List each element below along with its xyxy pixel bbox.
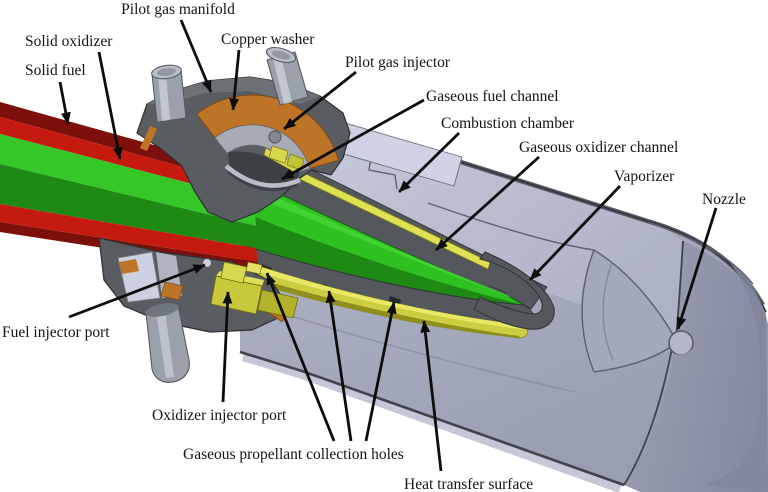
lower-port-highlight — [156, 310, 174, 378]
label-vaporizer: Vaporizer — [528, 168, 675, 281]
lower-port-joint — [145, 303, 179, 317]
oxidizer-rod-bright — [0, 134, 256, 226]
nozzle-throat-shade — [671, 349, 692, 357]
leader-arrow-nozzle — [676, 207, 718, 330]
lower-copper-patch — [160, 281, 184, 301]
label-gaseous-propellant-collection-holes: Gaseous propellant collection holes — [183, 272, 404, 463]
pilot-injector-hole — [268, 130, 282, 144]
leader-arrow-gaseous-propellant-collection-holes — [364, 301, 397, 442]
leader-arrow-combustion-chamber — [398, 132, 460, 193]
label-combustion-chamber: Combustion chamber — [398, 115, 575, 193]
label-pilot-gas-manifold: Pilot gas manifold — [121, 1, 235, 93]
outer-casing — [239, 95, 768, 492]
label-text-gaseous-fuel-channel: Gaseous fuel channel — [426, 88, 559, 105]
bore-end-arc-inner — [602, 261, 614, 361]
leader-arrow-vaporizer — [528, 185, 622, 281]
label-text-solid-fuel: Solid fuel — [25, 62, 86, 79]
bore-end-arc-outer — [581, 249, 595, 373]
lower-copper-strip — [119, 259, 139, 274]
heat-transfer-top-glint — [238, 260, 522, 329]
leader-arrow-gaseous-propellant-collection-holes — [325, 290, 353, 442]
chamber-internals — [233, 147, 555, 339]
injector-block-2 — [220, 261, 248, 284]
label-gaseous-fuel-channel: Gaseous fuel channel — [281, 88, 559, 181]
oxidizer-rod-dark — [0, 164, 256, 248]
nozzle-throat-bump — [668, 330, 694, 356]
lower-head-assembly — [98, 237, 299, 383]
leader-arrow-fuel-injector-port — [68, 263, 206, 319]
label-text-combustion-chamber: Combustion chamber — [441, 115, 575, 132]
shoulder-line — [647, 221, 754, 285]
leader-arrow-pilot-gas-manifold — [179, 19, 213, 93]
bottom-rim-highlight — [241, 353, 622, 492]
port-1-highlight — [158, 73, 170, 121]
label-text-vaporizer: Vaporizer — [614, 168, 675, 185]
label-pilot-gas-injector: Pilot gas injector — [283, 54, 451, 131]
label-text-gaseous-oxidizer-channel: Gaseous oxidizer channel — [519, 139, 678, 156]
label-solid-fuel: Solid fuel — [25, 62, 86, 125]
label-text-fuel-injector-port: Fuel injector port — [2, 324, 110, 341]
label-fuel-injector-port: Fuel injector port — [2, 263, 206, 341]
label-solid-oxidizer: Solid oxidizer — [25, 33, 123, 160]
label-copper-washer: Copper washer — [221, 31, 315, 111]
nozzle-cone-silhouette-top — [427, 202, 676, 339]
bore-arch-shadow — [227, 171, 299, 192]
label-text-solid-oxidizer: Solid oxidizer — [25, 33, 113, 50]
label-text-pilot-gas-injector: Pilot gas injector — [345, 54, 451, 71]
label-text-oxidizer-injector-port: Oxidizer injector port — [152, 407, 287, 424]
label-heat-transfer-surface: Heat transfer surface — [404, 320, 533, 492]
leader-arrow-copper-washer — [229, 49, 241, 111]
label-text-heat-transfer-surface: Heat transfer surface — [404, 476, 533, 492]
label-text-pilot-gas-manifold: Pilot gas manifold — [121, 1, 235, 18]
oxidizer-injector-block — [210, 275, 263, 315]
leader-arrow-solid-fuel — [58, 81, 71, 125]
nozzle-cone-silhouette-bottom — [593, 345, 673, 373]
label-nozzle: Nozzle — [676, 191, 746, 330]
label-text-gaseous-propellant-collection-holes: Gaseous propellant collection holes — [183, 446, 404, 463]
injector-cube — [245, 261, 263, 275]
bore-arch-highlight — [224, 164, 301, 188]
fuel-tube-bright-bottom — [0, 204, 258, 262]
port-1-bore — [157, 68, 176, 76]
aft-cap-rim-shade — [704, 258, 768, 492]
pilot-injector-block-1 — [268, 145, 289, 164]
vaporizer-end-cap — [473, 251, 555, 330]
leader-arrow-oxidizer-injector-port — [221, 291, 233, 403]
label-gaseous-oxidizer-channel: Gaseous oxidizer channel — [435, 139, 678, 252]
label-text-copper-washer: Copper washer — [221, 31, 315, 48]
leader-arrow-gaseous-propellant-collection-holes — [265, 272, 336, 442]
label-oxidizer-injector-port: Oxidizer injector port — [152, 291, 287, 424]
label-text-nozzle: Nozzle — [702, 191, 746, 208]
leader-arrow-pilot-gas-injector — [283, 70, 357, 131]
leader-arrow-gaseous-fuel-channel — [281, 98, 425, 181]
aft-cap — [624, 241, 768, 492]
bottom-edge — [239, 350, 625, 487]
leader-arrow-solid-oxidizer — [97, 51, 123, 160]
leader-arrow-heat-transfer-surface — [420, 320, 443, 472]
leader-arrow-gaseous-oxidizer-channel — [435, 155, 540, 252]
port-2-bore — [271, 50, 291, 60]
oxidizer-grain-shadow — [246, 214, 524, 309]
nozzle-cone — [580, 250, 676, 372]
head-copper-sliver — [140, 126, 157, 151]
port-2-highlight — [273, 56, 292, 104]
oxidizer-grain-highlight — [251, 186, 512, 298]
bore-lower-edge — [249, 301, 576, 393]
